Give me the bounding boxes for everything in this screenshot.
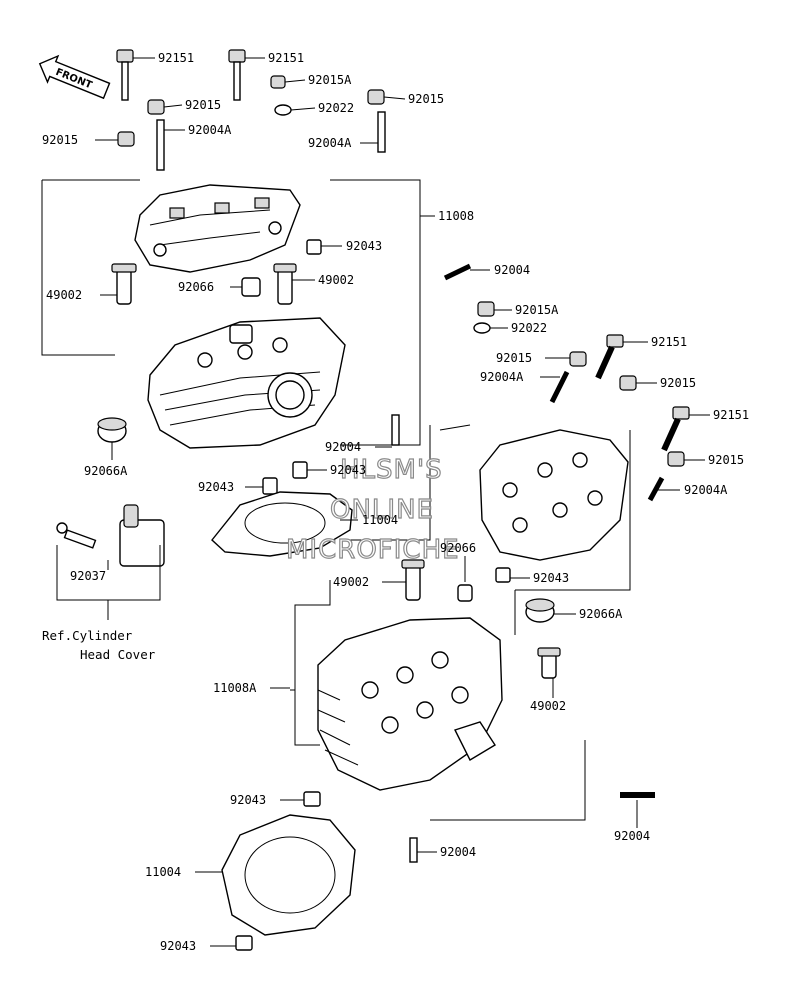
part-label: 92066A	[84, 464, 128, 478]
part-label: 92015A	[308, 73, 352, 87]
reference-note-line-2: Head Cover	[80, 647, 156, 662]
front-cylinder-head-assembly	[221, 301, 690, 951]
part-label: 92151	[268, 51, 304, 65]
watermark: HLSM'S ONLINE MICROFICHE	[285, 454, 460, 565]
part-label: 92015	[660, 376, 696, 390]
part-label: 92004A	[480, 370, 524, 384]
part-label: 49002	[46, 288, 82, 302]
part-label: 92037	[70, 569, 106, 583]
part-label: 92043	[198, 480, 234, 494]
part-label: 92015	[185, 98, 221, 112]
part-label: 92043	[160, 939, 196, 953]
part-label: 92004	[494, 263, 530, 277]
part-label: 49002	[333, 575, 369, 589]
part-label: 92022	[318, 101, 354, 115]
part-label: 92004A	[188, 123, 232, 137]
part-label: 92015	[708, 453, 744, 467]
part-label: 92066	[440, 541, 476, 555]
part-label: 92066A	[579, 607, 623, 621]
part-label: 92043	[533, 571, 569, 585]
part-label: 92015	[496, 351, 532, 365]
part-label: 49002	[530, 699, 566, 713]
part-label: 92043	[330, 463, 366, 477]
part-label: 92004	[325, 440, 361, 454]
part-label: 11008	[438, 209, 474, 223]
part-label: 11004	[362, 513, 398, 527]
part-labels: 92151 92151 92015A 92015 92022 92015 920…	[42, 51, 749, 953]
part-label: 11004	[145, 865, 181, 879]
watermark-line-3: MICROFICHE	[286, 535, 460, 565]
part-label: 11008A	[213, 681, 257, 695]
part-label: 92022	[511, 321, 547, 335]
reference-note-line-1: Ref.Cylinder	[42, 628, 133, 643]
part-label: 92004A	[684, 483, 728, 497]
part-label: 92151	[713, 408, 749, 422]
part-label: 92015A	[515, 303, 559, 317]
part-label: 92151	[651, 335, 687, 349]
part-label: 92004	[440, 845, 476, 859]
part-label: 92004	[614, 829, 650, 843]
part-label: 92151	[158, 51, 194, 65]
part-label: 49002	[318, 273, 354, 287]
rear-cylinder-head-assembly	[56, 49, 472, 567]
part-label: 92004A	[308, 136, 352, 150]
reference-note: Ref.Cylinder Head Cover	[42, 628, 156, 662]
part-label: 92015	[408, 92, 444, 106]
part-label: 92066	[178, 280, 214, 294]
part-label: 92043	[230, 793, 266, 807]
part-label: 92043	[346, 239, 382, 253]
watermark-line-2: ONLINE	[330, 495, 434, 525]
front-arrow: FRONT	[38, 54, 111, 100]
watermark-line-1: HLSM'S	[340, 455, 443, 485]
part-label: 92015	[42, 133, 78, 147]
leader-lines	[41, 57, 710, 947]
